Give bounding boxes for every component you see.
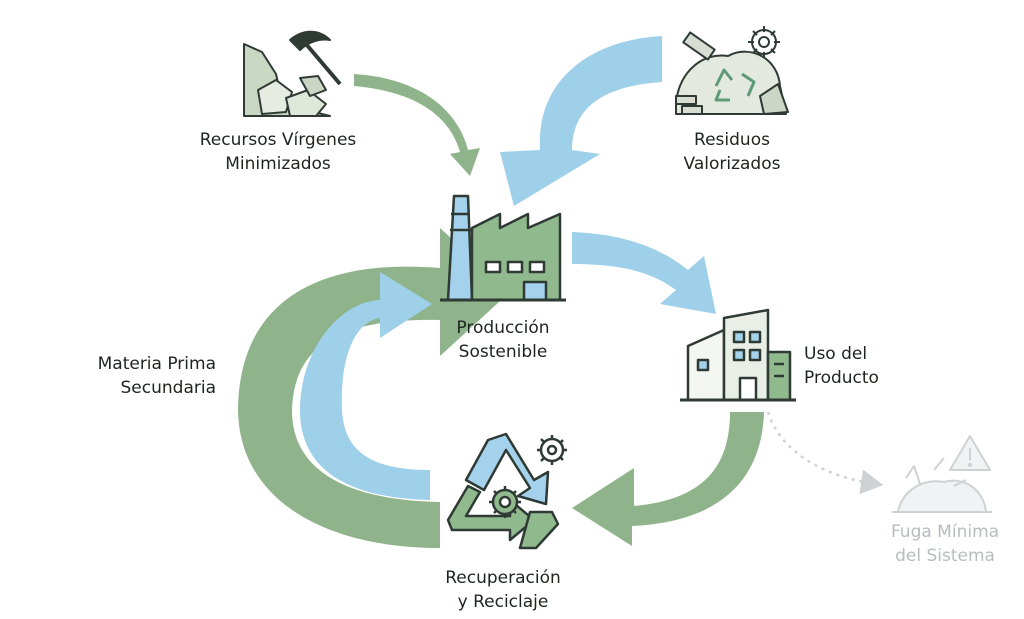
factory-icon bbox=[440, 194, 566, 302]
recycled-waste-pile-icon bbox=[675, 26, 789, 115]
production-line1: Producción bbox=[456, 318, 550, 338]
node-waste-valorized-label: Residuos Valorizados bbox=[684, 128, 781, 176]
waste-valorized-line2: Valorizados bbox=[683, 154, 781, 174]
recovery-line2: y Reciclaje bbox=[457, 592, 549, 612]
node-minimal-leak-label: Fuga Mínima del Sistema bbox=[891, 520, 999, 568]
virgin-resources-line1: Recursos Vírgenes bbox=[199, 130, 357, 150]
minimal-leak-line1: Fuga Mínima bbox=[890, 522, 1000, 542]
use-to-recovery-arrow bbox=[572, 412, 764, 546]
pickaxe-rocks-icon bbox=[243, 30, 342, 117]
warning-landfill-icon bbox=[892, 435, 992, 513]
minimal-leak-line2: del Sistema bbox=[895, 546, 995, 566]
product-use-line1: Uso del bbox=[804, 344, 868, 364]
recovery-line1: Recuperación bbox=[445, 568, 561, 588]
production-line2: Sostenible bbox=[458, 342, 548, 362]
virgin-resources-arrow bbox=[354, 74, 480, 176]
node-virgin-resources-label: Recursos Vírgenes Minimizados bbox=[200, 128, 357, 176]
product-use-line2: Producto bbox=[804, 368, 879, 388]
leak-dotted-arrow bbox=[766, 411, 884, 495]
secondary-material-blue-arrow bbox=[300, 272, 432, 500]
building-icon bbox=[680, 308, 796, 402]
secondary-material-green-arrow bbox=[238, 228, 510, 548]
node-recovery-label: Recuperación y Reciclaje bbox=[445, 566, 561, 614]
recycle-gears-icon bbox=[446, 432, 567, 550]
node-product-use-label: Uso del Producto bbox=[804, 342, 879, 390]
waste-valorized-line1: Residuos bbox=[694, 130, 770, 150]
node-secondary-material-label: Materia Prima Secundaria bbox=[60, 352, 216, 400]
virgin-resources-line2: Minimizados bbox=[225, 154, 331, 174]
production-to-use-arrow bbox=[572, 232, 716, 314]
secondary-material-line2: Secundaria bbox=[120, 378, 216, 398]
node-production-label: Producción Sostenible bbox=[456, 316, 549, 364]
secondary-material-line1: Materia Prima bbox=[97, 354, 216, 374]
waste-valorized-arrow bbox=[500, 36, 662, 206]
